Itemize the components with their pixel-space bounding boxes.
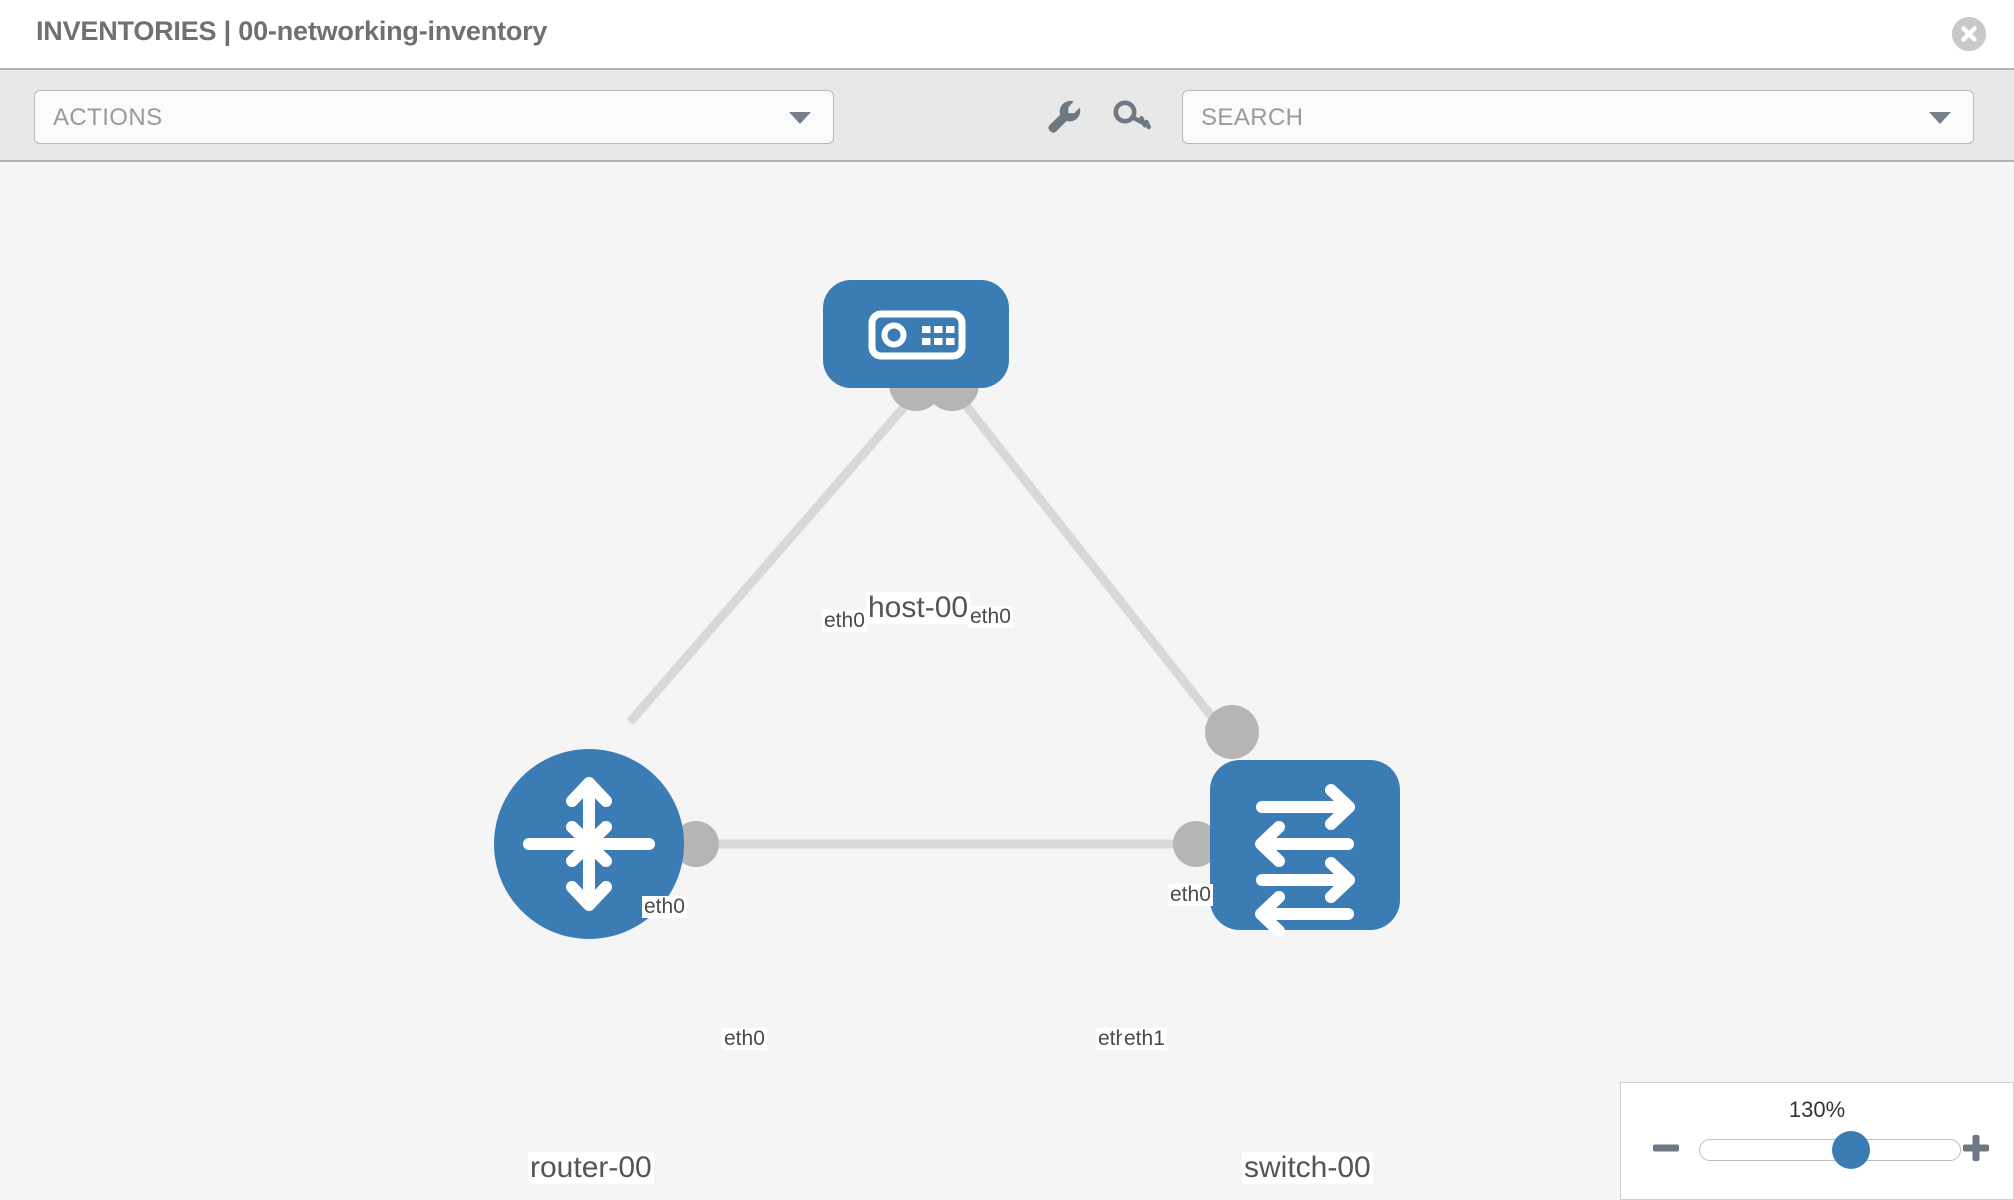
iface-label: eth0 (1168, 883, 1213, 907)
zoom-slider-thumb[interactable] (1831, 1131, 1870, 1169)
iface-label: eth0 (642, 895, 687, 919)
close-button[interactable] (1952, 17, 1986, 51)
topology-links (626, 395, 1220, 849)
plus-icon (1963, 1135, 1989, 1161)
zoom-control-panel: 130% (1620, 1082, 2014, 1200)
actions-dropdown[interactable]: ACTIONS (34, 90, 834, 144)
node-label-switch-00: switch-00 (1242, 1151, 1373, 1184)
iface-label: eth0 (822, 609, 867, 633)
iface-label: eth0 (722, 1027, 767, 1051)
chevron-down-icon (1929, 112, 1951, 124)
chevron-down-icon (789, 112, 811, 124)
key-button[interactable] (1108, 92, 1156, 140)
switch-arrows-icon (1255, 784, 1355, 937)
page-header: INVENTORIES | 00-networking-inventory (0, 0, 2014, 68)
search-input[interactable]: SEARCH (1182, 90, 1974, 144)
zoom-in-button[interactable] (1959, 1131, 1993, 1165)
node-router-00[interactable] (494, 749, 684, 939)
zoom-out-button[interactable] (1649, 1131, 1683, 1165)
key-icon (1113, 100, 1151, 130)
port-switch00-eth1[interactable] (1173, 821, 1219, 867)
topology-canvas[interactable]: eth0 eth0 eth0 eth0 eth0 eth0 eth1 host-… (0, 162, 2014, 1200)
topology-graph (494, 280, 1400, 939)
link-host00-router00[interactable] (626, 395, 916, 725)
port-switch00-eth0[interactable] (1205, 705, 1259, 759)
server-icon (868, 310, 966, 360)
iface-label: eth0 (968, 605, 1013, 629)
node-label-router-00: router-00 (528, 1151, 654, 1184)
toolbar: ACTIONS SEARCH (0, 68, 2014, 162)
page-title: INVENTORIES | 00-networking-inventory (36, 16, 548, 46)
zoom-level-value: 130% (1788, 1097, 1846, 1122)
router-arrows-icon (523, 777, 655, 911)
link-host00-switch00[interactable] (956, 395, 1220, 725)
actions-dropdown-label: ACTIONS (53, 104, 163, 131)
close-circle-icon (1952, 17, 1986, 51)
search-placeholder: SEARCH (1201, 104, 1304, 131)
iface-label: eth1 (1122, 1027, 1167, 1051)
node-label-host-00: host-00 (866, 591, 971, 624)
node-switch-00[interactable] (1210, 760, 1400, 937)
node-host-00[interactable] (823, 280, 1009, 388)
wrench-button[interactable] (1040, 92, 1088, 140)
minus-icon (1653, 1144, 1679, 1152)
wrench-icon (1048, 100, 1081, 133)
port-router00-eth0[interactable] (673, 821, 719, 867)
zoom-slider-track[interactable] (1699, 1139, 1961, 1161)
